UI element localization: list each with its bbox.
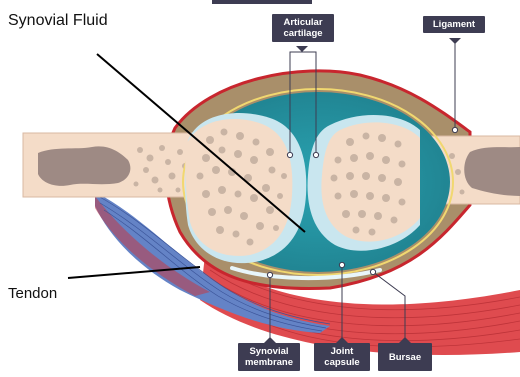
tendon-label: Tendon (8, 285, 57, 302)
synovial-membrane-line-2: membrane (243, 357, 295, 368)
joint-capsule-tag: Joint capsule (314, 343, 370, 371)
bursae-tag: Bursae (378, 343, 432, 371)
ligament-label: Ligament (428, 19, 480, 30)
articular-cartilage-tag: Articular cartilage (272, 14, 334, 42)
joint-capsule-line-1: Joint (319, 346, 365, 357)
bursae-label: Bursae (389, 352, 421, 363)
synovial-fluid-label: Synovial Fluid (8, 12, 108, 30)
left-bone-marrow (38, 146, 130, 186)
articular-cartilage-line-2: cartilage (277, 28, 329, 39)
joint-capsule-line-2: capsule (319, 357, 365, 368)
ligament-tag: Ligament (423, 16, 485, 33)
synovial-membrane-tag: Synovial membrane (238, 343, 300, 371)
synovial-membrane-line-1: Synovial (243, 346, 295, 357)
articular-cartilage-line-1: Articular (277, 17, 329, 28)
right-bone-head (321, 122, 420, 241)
header-bar-fragment (212, 0, 312, 4)
